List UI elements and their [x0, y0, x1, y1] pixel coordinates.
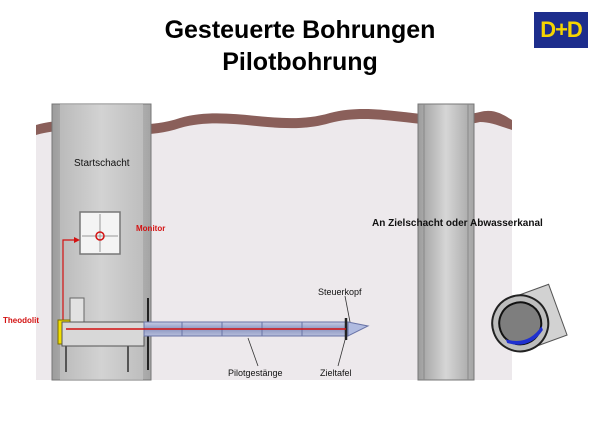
- signal-line: [62, 239, 78, 324]
- slide-title: Gesteuerte Bohrungen: [164, 16, 436, 44]
- target-shaft: [417, 103, 475, 381]
- label-theodolite: Theodolit: [3, 316, 39, 325]
- company-logo: D+D: [534, 12, 588, 48]
- label-target-board: Zieltafel: [320, 368, 352, 378]
- sewer-pipe: [491, 283, 568, 353]
- label-start-shaft: Startschacht: [74, 158, 130, 169]
- soil-area: [36, 109, 512, 380]
- monitor-target-mark: [95, 231, 105, 241]
- label-target: An Zielschacht oder Abwasserkanal: [372, 218, 543, 229]
- label-pilot-rods: Pilotgestänge: [228, 368, 283, 378]
- label-steering-head: Steuerkopf: [318, 287, 362, 297]
- slide-subtitle: Pilotbohrung: [222, 48, 378, 76]
- steering-head: [347, 321, 370, 337]
- label-monitor: Monitor: [136, 224, 166, 233]
- ground-surface: [36, 109, 512, 135]
- launch-frame: [61, 321, 145, 347]
- theodolite-stand: [69, 297, 85, 325]
